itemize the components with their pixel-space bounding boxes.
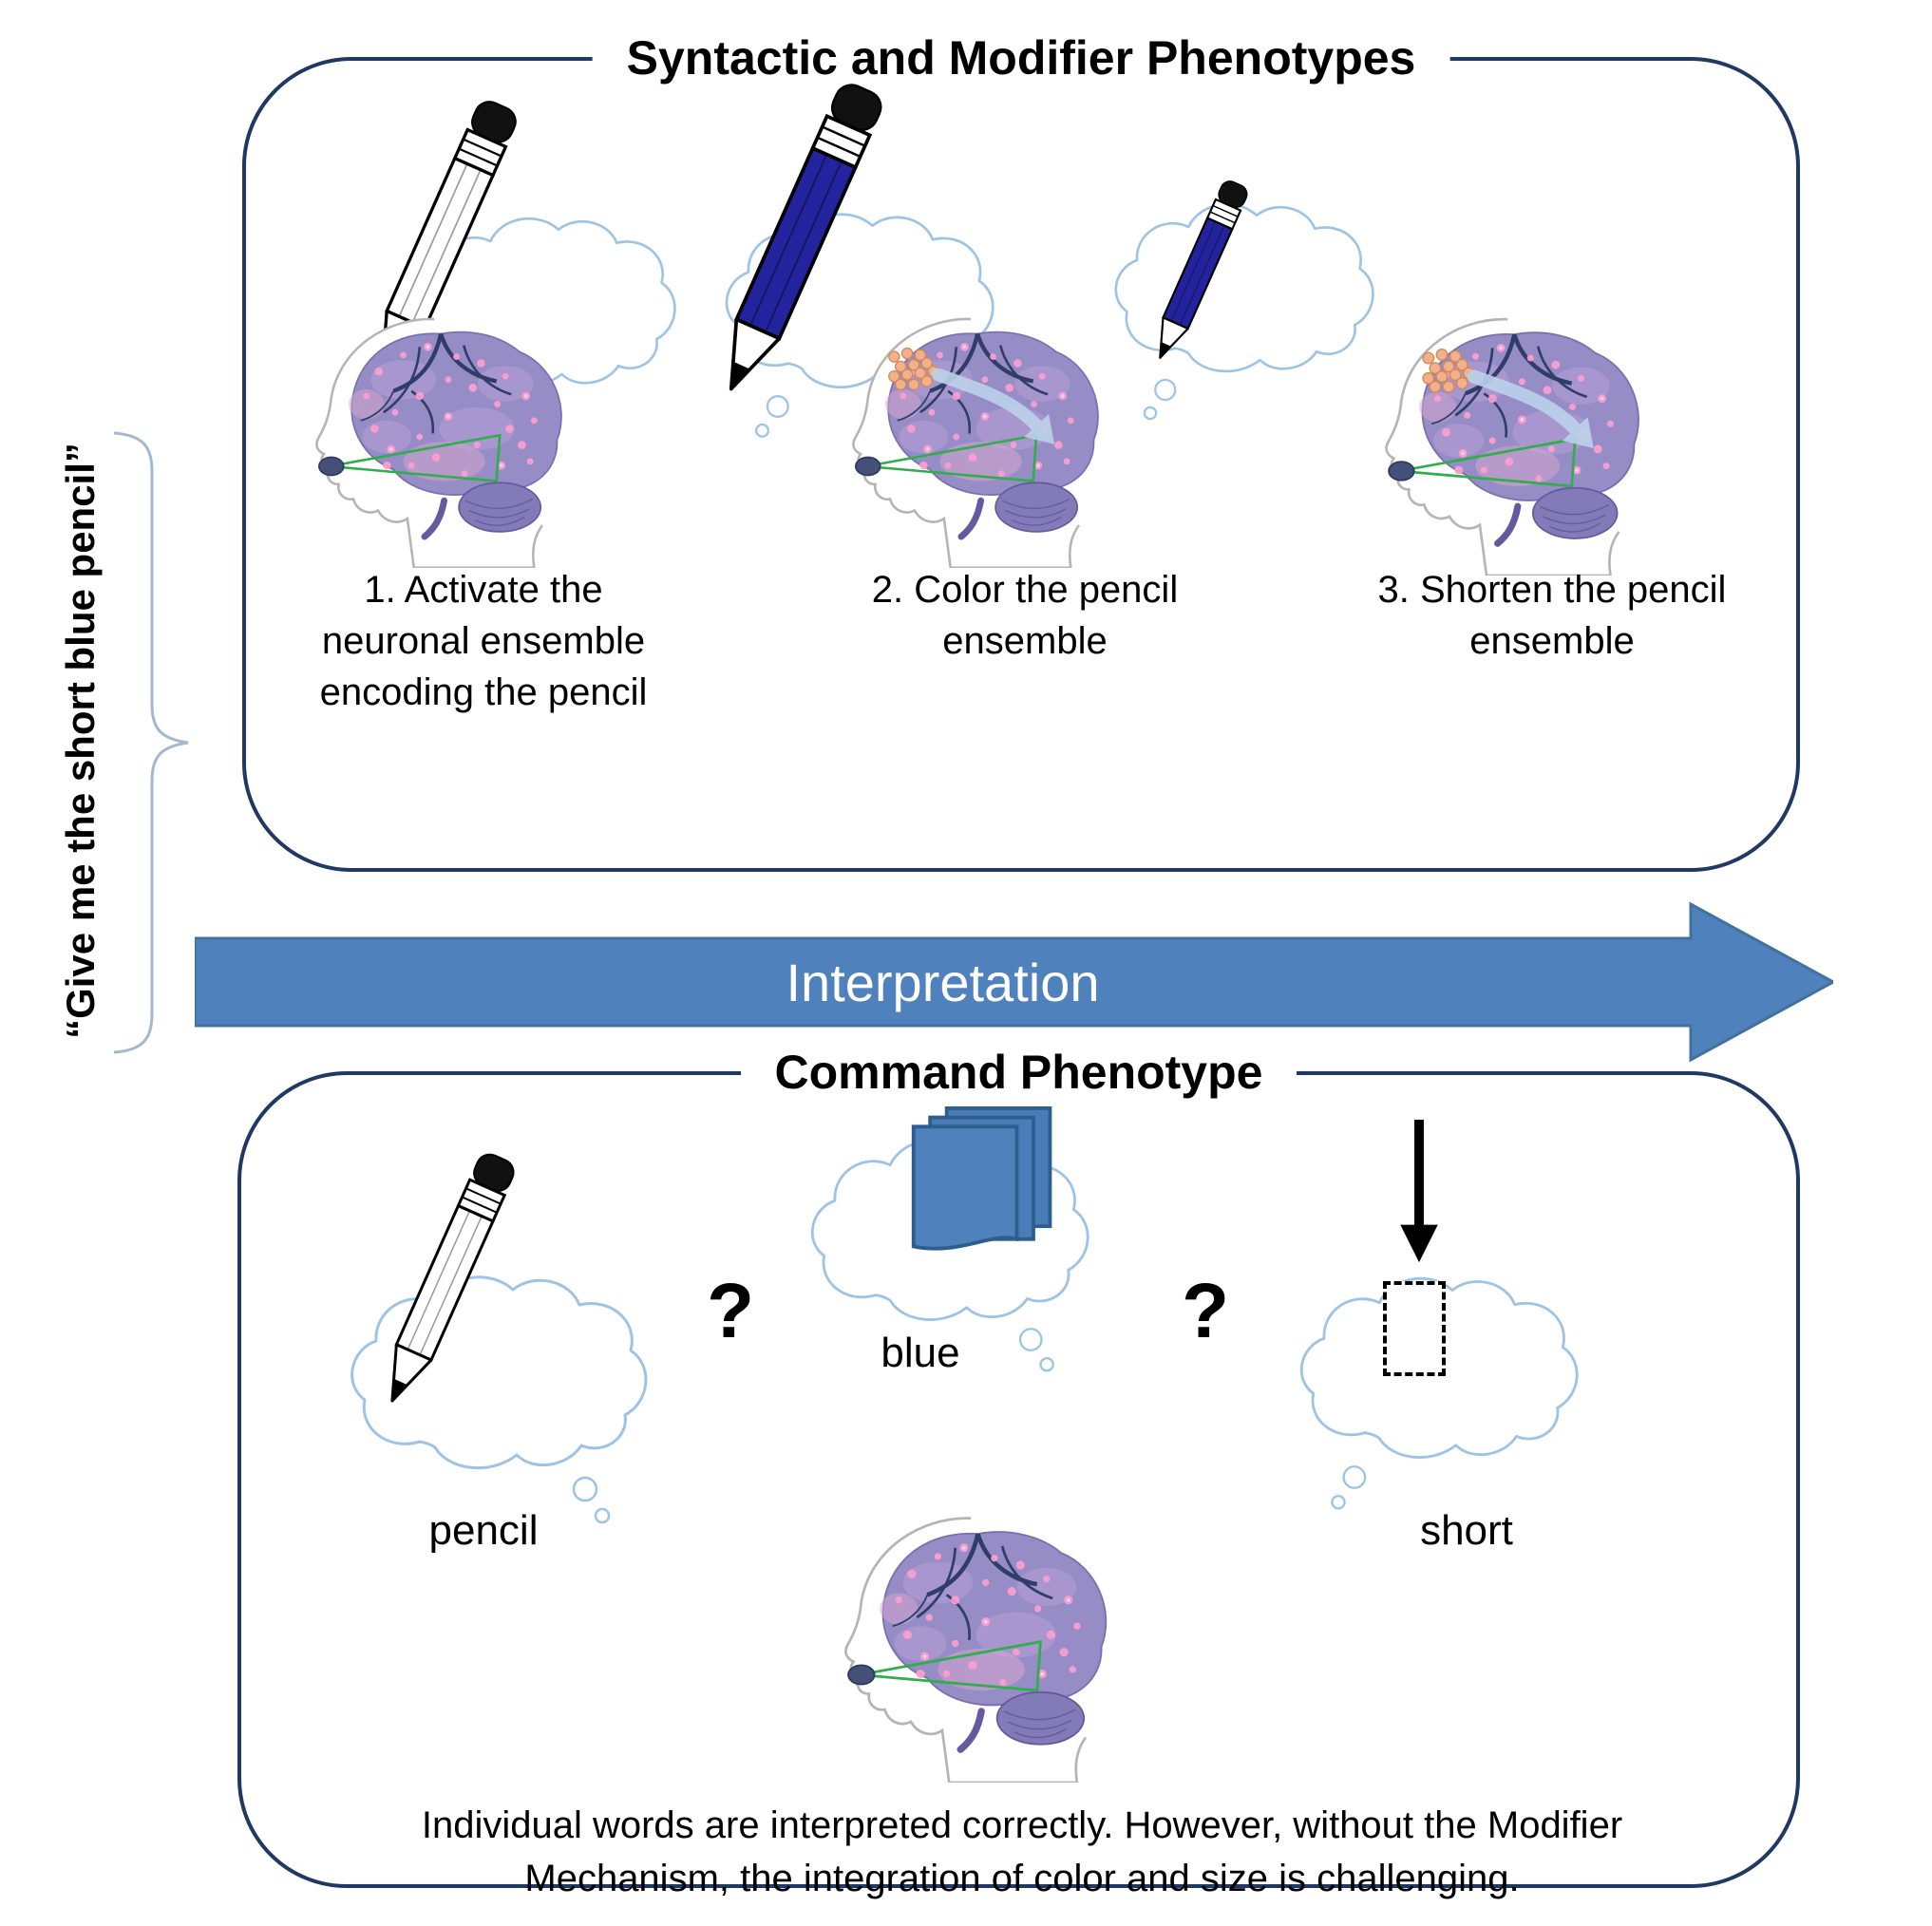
top-panel: Syntactic and Modifier Phenotypes 1. Act… bbox=[242, 30, 1800, 872]
bottom-panel-caption: Individual words are interpreted correct… bbox=[421, 1804, 1623, 1899]
question-mark-2: ? bbox=[1182, 1268, 1230, 1354]
shortened-outline-box bbox=[1383, 1281, 1446, 1376]
concept-label-blue: blue bbox=[881, 1330, 960, 1376]
brain-illustration-3 bbox=[1357, 306, 1661, 576]
step-caption-1: 1. Activate the neuronal ensemble encodi… bbox=[319, 569, 648, 713]
bottom-panel-title: Command Phenotype bbox=[740, 1045, 1297, 1101]
step-caption-3: 3. Shorten the pencil ensemble bbox=[1377, 569, 1727, 662]
brain-illustration-command bbox=[816, 1504, 1129, 1783]
quote-brace bbox=[114, 431, 189, 1054]
step-caption-2: 2. Color the pencil ensemble bbox=[871, 569, 1179, 662]
brain-illustration-1 bbox=[289, 306, 583, 568]
blue-sheets-icon bbox=[911, 1105, 1052, 1251]
top-panel-title: Syntactic and Modifier Phenotypes bbox=[592, 30, 1450, 86]
interpretation-label: Interpretation bbox=[786, 952, 1100, 1012]
down-arrow-icon bbox=[1400, 1120, 1438, 1263]
brain-illustration-2 bbox=[825, 306, 1120, 568]
interpretation-arrow: Interpretation bbox=[195, 900, 1833, 1064]
bottom-panel: Command Phenotype pencil ? blue ? bbox=[237, 1045, 1800, 1899]
concept-label-pencil: pencil bbox=[428, 1507, 539, 1554]
concept-label-short: short bbox=[1420, 1507, 1513, 1554]
question-mark-1: ? bbox=[707, 1268, 755, 1354]
arrow-shape-icon bbox=[195, 901, 1833, 1063]
quote-text: “Give me the short blue pencil” bbox=[58, 443, 103, 1039]
